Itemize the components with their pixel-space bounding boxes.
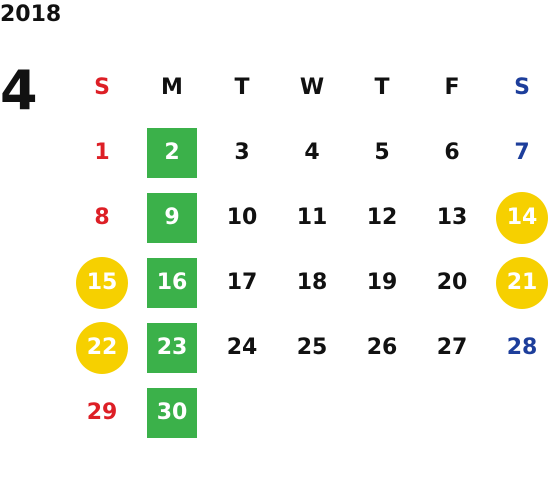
day-number: 19 (366, 270, 398, 295)
day-number: 21 (506, 270, 538, 295)
weekday-sunday: S (94, 75, 110, 100)
weekday-friday: F (444, 75, 460, 100)
weekday-tuesday: T (234, 75, 250, 100)
day-cell[interactable]: 7 (487, 120, 548, 185)
day-number: 24 (226, 335, 258, 360)
day-cell[interactable]: 5 (347, 120, 417, 185)
day-cell[interactable]: 8 (67, 185, 137, 250)
day-cell[interactable]: 4 (277, 120, 347, 185)
day-number: 27 (436, 335, 468, 360)
day-cell[interactable]: 3 (207, 120, 277, 185)
week-row: 22 23 24 25 26 27 28 (67, 315, 548, 380)
day-number: 26 (366, 335, 398, 360)
day-cell[interactable]: 22 (67, 315, 137, 380)
day-number: 18 (296, 270, 328, 295)
day-number: 23 (156, 335, 188, 360)
day-cell[interactable]: 29 (67, 380, 137, 445)
day-number: 13 (436, 205, 468, 230)
day-cell[interactable]: 20 (417, 250, 487, 315)
weekday-thursday: T (374, 75, 390, 100)
month-number: 4 (0, 59, 38, 122)
green-square-marker (147, 387, 197, 438)
day-number: 8 (94, 205, 110, 230)
week-row: 15 16 17 18 19 20 21 (67, 250, 548, 315)
day-cell[interactable]: 24 (207, 315, 277, 380)
week-row: 29 30 (67, 380, 548, 445)
year-label: 2018 (0, 2, 62, 27)
day-number: 12 (366, 205, 398, 230)
week-row: 8 9 10 11 12 13 14 (67, 185, 548, 250)
day-number: 16 (156, 270, 188, 295)
day-cell[interactable]: 26 (347, 315, 417, 380)
weekday-wednesday: W (299, 75, 325, 100)
day-cell[interactable]: 15 (67, 250, 137, 315)
day-cell[interactable]: 28 (487, 315, 548, 380)
day-number: 6 (444, 140, 460, 165)
yellow-circle-marker (496, 256, 548, 309)
yellow-circle-marker (76, 321, 128, 374)
day-cell[interactable]: 19 (347, 250, 417, 315)
day-number: 3 (234, 140, 250, 165)
day-number: 17 (226, 270, 258, 295)
day-cell[interactable]: 23 (137, 315, 207, 380)
day-number: 11 (296, 205, 328, 230)
day-cell[interactable]: 30 (137, 380, 207, 445)
day-cell[interactable]: 27 (417, 315, 487, 380)
weekday-header: S M T W T F S (67, 55, 548, 120)
day-number: 14 (506, 205, 538, 230)
day-number: 29 (86, 400, 118, 425)
green-square-marker (147, 192, 197, 243)
day-cell[interactable]: 14 (487, 185, 548, 250)
day-cell[interactable]: 11 (277, 185, 347, 250)
yellow-circle-marker (496, 191, 548, 244)
green-square-marker (147, 127, 197, 178)
day-number: 2 (164, 140, 180, 165)
day-cell[interactable]: 18 (277, 250, 347, 315)
day-cell[interactable]: 10 (207, 185, 277, 250)
weekday-monday: M (161, 75, 183, 100)
day-number: 28 (506, 335, 538, 360)
day-number: 22 (86, 335, 118, 360)
day-number: 10 (226, 205, 258, 230)
day-number: 20 (436, 270, 468, 295)
day-cell[interactable]: 2 (137, 120, 207, 185)
day-cell[interactable]: 13 (417, 185, 487, 250)
day-number: 1 (94, 140, 110, 165)
day-cell[interactable]: 6 (417, 120, 487, 185)
day-cell[interactable]: 9 (137, 185, 207, 250)
day-cell[interactable]: 12 (347, 185, 417, 250)
day-cell[interactable]: 16 (137, 250, 207, 315)
day-number: 15 (86, 270, 118, 295)
day-number: 7 (514, 140, 530, 165)
day-number: 9 (164, 205, 180, 230)
green-square-marker (147, 257, 197, 308)
green-square-marker (147, 322, 197, 373)
day-cell[interactable]: 17 (207, 250, 277, 315)
day-cell[interactable]: 25 (277, 315, 347, 380)
day-cell[interactable]: 21 (487, 250, 548, 315)
week-row: 1 2 3 4 5 6 7 (67, 120, 548, 185)
day-number: 30 (156, 400, 188, 425)
day-cell[interactable]: 1 (67, 120, 137, 185)
weekday-saturday: S (514, 75, 530, 100)
yellow-circle-marker (76, 256, 128, 309)
day-number: 25 (296, 335, 328, 360)
day-number: 4 (304, 140, 320, 165)
day-number: 5 (374, 140, 390, 165)
